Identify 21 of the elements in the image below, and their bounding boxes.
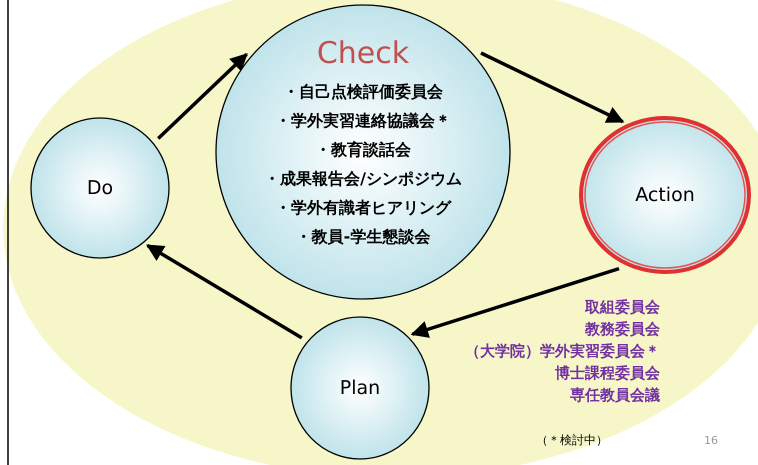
list-item: ・学外実習連絡協議会＊ bbox=[275, 110, 451, 132]
arrow bbox=[157, 53, 248, 140]
list-item: ・自己点検評価委員会 bbox=[283, 80, 443, 102]
committee-name: 博士課程委員会 bbox=[555, 364, 660, 383]
arrow bbox=[146, 244, 303, 340]
footnote: （＊検討中） bbox=[536, 432, 608, 449]
arrow bbox=[410, 266, 620, 338]
page-number: 16 bbox=[704, 434, 718, 447]
node-label: Action bbox=[635, 184, 695, 206]
committee-name: （大学院）学外実習委員会＊ bbox=[465, 342, 660, 361]
list-item: ・成果報告会/シンポジウム bbox=[264, 168, 462, 190]
arrow bbox=[480, 51, 624, 124]
node-label: Plan bbox=[340, 377, 380, 399]
committee-name: 専任教員会議 bbox=[570, 386, 660, 405]
committee-name: 教務委員会 bbox=[585, 320, 660, 339]
node-title: Check bbox=[316, 36, 410, 70]
committee-name: 取組委員会 bbox=[585, 298, 660, 317]
list-item: ・教育談話会 bbox=[315, 138, 411, 160]
list-item: ・教員-学生懇談会 bbox=[296, 226, 430, 248]
list-item: ・学外有識者ヒアリング bbox=[275, 196, 451, 218]
node-label: Do bbox=[86, 177, 114, 199]
